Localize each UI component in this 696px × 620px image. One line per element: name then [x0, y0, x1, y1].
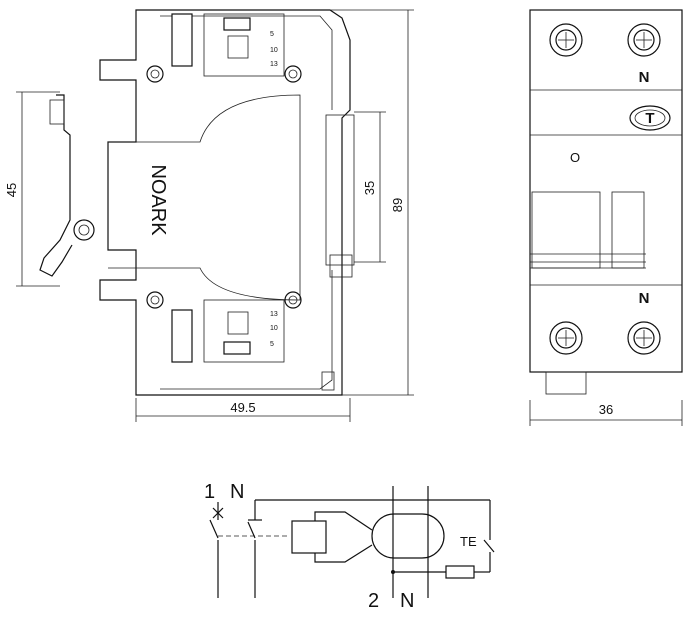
front-bottom-screw-icon: [549, 321, 661, 355]
test-resistor: [445, 565, 475, 579]
top-slot: [171, 13, 193, 67]
front-view: N T O N 36: [529, 9, 683, 426]
dim-45-label: 45: [4, 183, 19, 197]
side-inner-lines: [160, 15, 333, 390]
schematic: 1 N 2 N TE: [204, 481, 495, 612]
bottom-mark-13: 13: [270, 311, 278, 318]
bottom-mark-5: 5: [270, 341, 274, 348]
bottom-mark-10: 10: [270, 325, 278, 332]
bottom-terminal-window: [223, 341, 251, 355]
front-bottom-tab: [545, 371, 587, 395]
dim-36-label: 36: [599, 402, 613, 417]
top-screw-block: [227, 35, 249, 59]
toggle-lever: [39, 94, 73, 277]
test-button: [629, 105, 671, 131]
pole-n-top-label: N: [230, 481, 244, 503]
side-bottom-tab: [321, 371, 335, 391]
top-mark-10: 10: [270, 47, 278, 54]
side-view: 5 10 13 5 10 13 NOARK 45 35 89: [4, 9, 414, 422]
din-clip-latch: [329, 254, 353, 278]
front-top-screw-icon: [549, 23, 661, 57]
front-top-n-label: N: [639, 69, 650, 86]
side-recess: [108, 94, 301, 301]
test-button-label: T: [645, 110, 654, 127]
brand-logo: NOARK: [147, 164, 169, 236]
dim-49-5-label: 49.5: [230, 400, 255, 415]
top-mark-5: 5: [270, 31, 274, 38]
lever-cap: [49, 99, 65, 125]
current-transformer: [371, 513, 445, 559]
side-screw-icon: [73, 65, 302, 309]
trip-relay: [291, 520, 327, 554]
pole-n-bottom-label: N: [400, 590, 414, 612]
side-body-outline: [99, 9, 351, 396]
test-label: TE: [460, 534, 477, 549]
switch-contact-n: [247, 521, 256, 539]
indicator-window: O: [570, 150, 580, 165]
top-terminal-box: [203, 13, 285, 77]
bottom-slot: [171, 309, 193, 363]
front-body-outline: [529, 9, 683, 373]
bottom-terminal-box: [203, 299, 285, 363]
switch-contact-1: [209, 519, 219, 539]
bottom-screw-block: [227, 311, 249, 335]
top-terminal-window: [223, 17, 251, 31]
top-mark-13: 13: [270, 61, 278, 68]
din-clip: [325, 114, 355, 266]
pole-1-label: 1: [204, 481, 215, 503]
dim-89-label: 89: [390, 198, 405, 212]
pole-2-label: 2: [368, 590, 379, 612]
front-handle-right: [611, 191, 645, 269]
dim-35-label: 35: [362, 181, 377, 195]
front-handle-left: [531, 191, 601, 269]
front-bottom-n-label: N: [639, 290, 650, 307]
